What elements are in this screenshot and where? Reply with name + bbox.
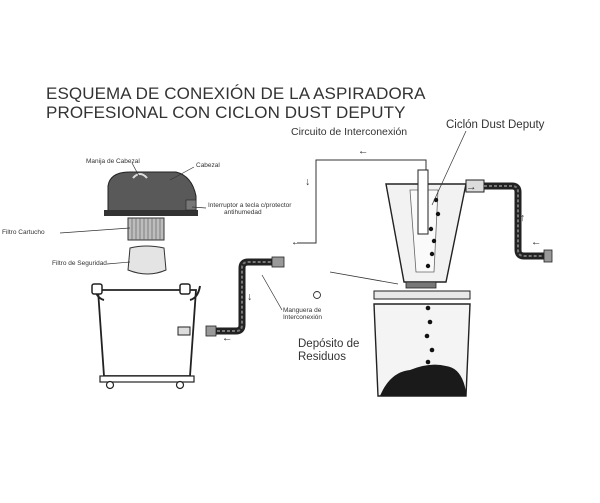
filtro-seguridad <box>127 245 167 275</box>
head-handle <box>132 173 148 179</box>
flow-arrow-left: ← <box>291 236 302 248</box>
label-interruptor: Interruptor a tecla c/protector antihume… <box>208 202 291 216</box>
ciclon-dust-deputy <box>385 169 485 289</box>
flow-arrow-right: → <box>466 181 477 193</box>
vacuum-drum <box>91 283 201 390</box>
flow-arrow-left: ← <box>358 145 369 157</box>
vacuum-head <box>104 171 198 216</box>
label-filtro-seguridad: Filtro de Seguridad <box>52 260 107 267</box>
lid-pointer-line <box>329 271 399 285</box>
diagram-title-line1: ESQUEMA DE CONEXIÓN DE LA ASPIRADORA <box>46 84 426 103</box>
junction-circle <box>313 291 321 299</box>
flow-arrow-down: ↓ <box>247 291 253 303</box>
label-pointers <box>59 130 467 311</box>
manguera-derecha <box>484 182 553 263</box>
label-deposito-line1: Depósito de <box>298 338 360 350</box>
label-deposito-line2: Residuos <box>298 351 346 363</box>
label-deposito-residuos: Depósito de Residuos <box>298 338 359 364</box>
label-circuito-interconexion: Circuito de Interconexión <box>291 126 408 138</box>
interruptor-switch <box>185 199 197 211</box>
label-cabezal: Cabezal <box>196 162 220 169</box>
label-interruptor-line2: antihumedad <box>224 209 262 216</box>
flow-arrow-down: ↓ <box>305 176 311 188</box>
label-manguera-line1: Manguera de <box>283 307 322 314</box>
manguera-interconexion <box>205 256 285 337</box>
flow-arrow-left: ← <box>222 332 233 344</box>
filtro-cartucho <box>127 217 165 241</box>
deposito-residuos <box>373 303 471 397</box>
label-filtro-cartucho: Filtro Cartucho <box>2 229 45 236</box>
label-manija-cabezal: Manija de Cabezal <box>86 158 140 165</box>
flow-arrow-up: ↑ <box>520 212 526 224</box>
label-ciclon-dust-deputy: Ciclón Dust Deputy <box>446 119 545 131</box>
deposit-lid <box>373 290 471 300</box>
circuito-interconexion-line <box>297 159 427 244</box>
diagram-title-line2: PROFESIONAL CON CICLON DUST DEPUTY <box>46 103 406 122</box>
flow-arrow-left: ← <box>531 236 542 248</box>
label-manguera-interconexion: Manguera de Interconexión <box>283 307 322 321</box>
label-interruptor-line1: Interruptor a tecla c/protector <box>208 202 292 209</box>
label-manguera-line2: Interconexión <box>283 314 323 321</box>
